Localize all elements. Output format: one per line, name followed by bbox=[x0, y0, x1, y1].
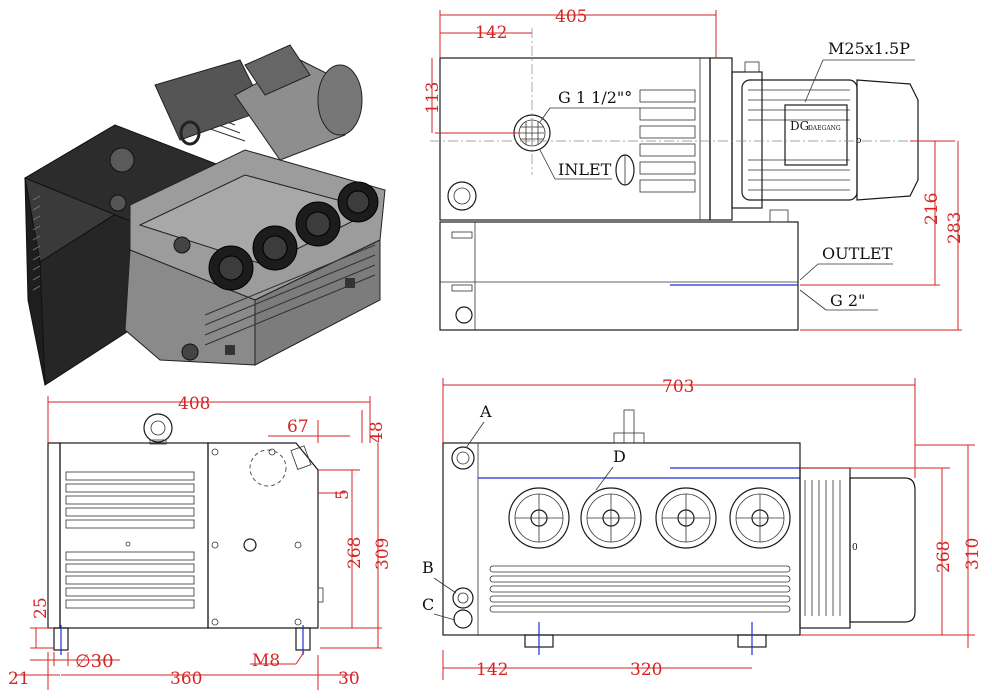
dim-end-gap: 5 bbox=[333, 489, 353, 500]
dim-end-total-height: 309 bbox=[373, 538, 393, 570]
top-view-vents bbox=[639, 89, 696, 193]
end-view-louvres bbox=[65, 471, 195, 609]
label-outlet: OUTLET bbox=[822, 244, 893, 263]
iso-grille bbox=[32, 195, 41, 291]
dim-end-inner-height: 268 bbox=[345, 537, 365, 569]
dim-side-foot-spacing: 320 bbox=[630, 660, 662, 680]
dim-end-foot-height: 25 bbox=[31, 597, 51, 619]
label-a: A bbox=[479, 402, 492, 421]
top-view-base bbox=[439, 221, 799, 331]
label-d: D bbox=[613, 447, 626, 466]
dim-side-length: 703 bbox=[662, 377, 694, 397]
label-outlet-thread: G 2" bbox=[830, 291, 865, 310]
motor-fan-cover bbox=[856, 79, 919, 201]
end-view-cover bbox=[207, 442, 319, 629]
label-b: B bbox=[422, 558, 434, 577]
dim-top-inlet-height: 113 bbox=[423, 82, 443, 114]
dim-side-total-height: 310 bbox=[963, 538, 983, 570]
dim-top-overall: 405 bbox=[555, 7, 587, 27]
dim-end-foot-edge: 21 bbox=[8, 669, 30, 689]
lifting-eye bbox=[143, 413, 173, 443]
dim-end-side-right: 30 bbox=[338, 669, 360, 689]
motor-body bbox=[741, 79, 858, 201]
dim-top-inlet-offset: 142 bbox=[475, 23, 507, 43]
isometric-view bbox=[23, 44, 386, 386]
side-motor-fins bbox=[804, 480, 841, 616]
side-view-fans bbox=[508, 487, 791, 549]
side-motor-mark: 0 bbox=[852, 543, 858, 553]
side-motor-cover bbox=[849, 477, 916, 623]
side-view-louvres bbox=[489, 565, 791, 613]
dim-end-base: 360 bbox=[170, 669, 202, 689]
dim-end-foot-diameter: ∅30 bbox=[75, 651, 114, 672]
label-inlet-thread: G 1 1/2"° bbox=[558, 88, 632, 107]
top-view: DG DAEGANG o 405 142 113 216 283 G 1 1/2… bbox=[423, 7, 965, 331]
motor-brand-sub: DAEGANG bbox=[808, 125, 841, 132]
dim-top-motor-height: 216 bbox=[922, 193, 942, 225]
dim-top-outlet-height: 283 bbox=[945, 212, 965, 244]
side-view: 0 A D B C 703 142 320 268 310 bbox=[422, 377, 983, 680]
fitting-c bbox=[453, 609, 473, 629]
label-cable-gland: M25x1.5P bbox=[828, 39, 910, 58]
iso-fan-covers bbox=[208, 181, 379, 291]
fitting-b bbox=[452, 587, 474, 609]
dim-side-inner-height: 268 bbox=[934, 541, 954, 573]
dim-end-width: 408 bbox=[178, 394, 210, 414]
dim-side-foot-offset: 142 bbox=[476, 660, 508, 680]
dim-end-offset: 67 bbox=[287, 417, 309, 437]
label-c: C bbox=[422, 595, 434, 614]
dim-end-bolt: M8 bbox=[252, 651, 280, 671]
dim-end-side: 48 bbox=[367, 421, 387, 443]
motor-brand: DG bbox=[790, 119, 809, 133]
top-view-body bbox=[439, 57, 711, 221]
fitting-a bbox=[451, 446, 475, 470]
label-inlet: INLET bbox=[558, 160, 612, 179]
motor-fins bbox=[748, 89, 850, 191]
end-view: 408 67 48 5 268 309 25 ∅30 21 360 30 M8 bbox=[8, 394, 393, 690]
